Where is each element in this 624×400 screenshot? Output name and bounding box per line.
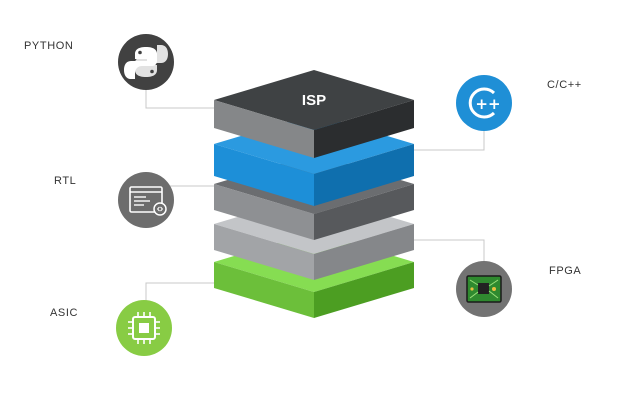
label-python: PYTHON	[24, 40, 73, 52]
fpga-connector	[412, 239, 485, 264]
python-logo-icon	[118, 34, 174, 90]
label-rtl: RTL	[54, 175, 76, 187]
label-fpga: FPGA	[549, 265, 581, 277]
circuit-board-icon	[456, 261, 512, 317]
cpp-icon-text: ++	[475, 95, 500, 113]
label-cpp: C/C++	[547, 79, 582, 91]
python-connector	[145, 88, 226, 109]
stack-layer-isp: ISP	[214, 70, 414, 158]
code-window-icon	[118, 172, 174, 228]
chip-icon	[116, 300, 172, 356]
label-asic: ASIC	[50, 307, 78, 319]
cplusplus-logo-icon: ++	[456, 75, 512, 131]
isp-title: ISP	[302, 92, 326, 109]
asic-connector	[145, 282, 226, 306]
cpp-connector	[412, 128, 485, 151]
